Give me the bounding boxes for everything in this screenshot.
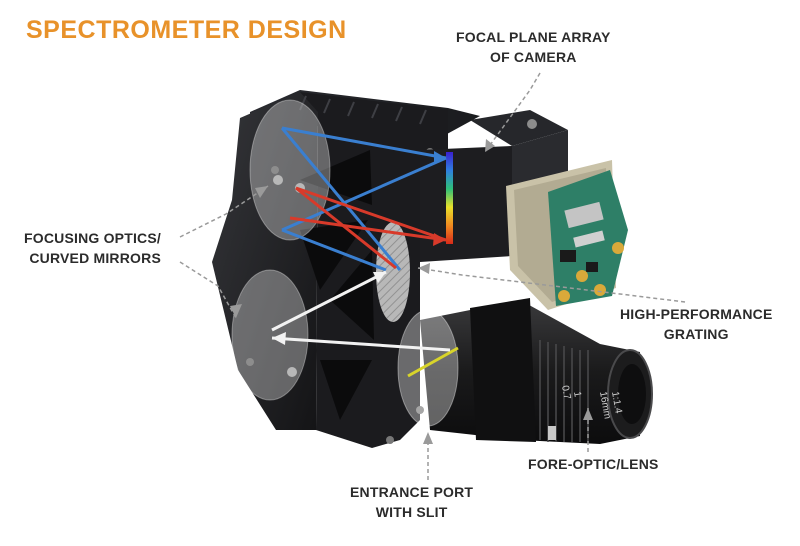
- ray-white: [271, 336, 451, 352]
- leader-focusing-lower: [179, 261, 237, 319]
- lens-glass: [618, 364, 646, 424]
- truss-cutout: [330, 250, 374, 340]
- arrowhead-white: [373, 272, 386, 283]
- arrowhead-white: [272, 332, 286, 345]
- ray-red: [295, 186, 447, 242]
- camera-front: [420, 146, 512, 262]
- screw: [416, 406, 424, 414]
- camera-screw: [527, 119, 537, 129]
- entrance-port: [397, 309, 459, 427]
- leader-focal-plane: [484, 72, 541, 153]
- label-line: CURVED MIRRORS: [29, 250, 161, 266]
- mirror-screw: [273, 175, 283, 185]
- housing: [212, 90, 480, 448]
- pcb-chip: [560, 250, 576, 262]
- label-focal-plane-array: FOCAL PLANE ARRAY OF CAMERA: [456, 27, 611, 67]
- pcb-chip: [586, 262, 598, 272]
- pcb-connector: [564, 201, 604, 229]
- leader-lines: [179, 72, 686, 480]
- label-line: HIGH-PERFORMANCE: [620, 306, 773, 322]
- leader-arrowhead: [230, 304, 242, 318]
- leader-arrowhead: [485, 139, 495, 152]
- leader-grating: [417, 267, 686, 303]
- label-line: FOCAL PLANE ARRAY: [456, 29, 611, 45]
- mirror-screw: [287, 367, 297, 377]
- housing-fins: [299, 95, 427, 125]
- label-line: GRATING: [663, 326, 729, 342]
- focal-plane-spectrum: [446, 152, 453, 244]
- upper-mirror: [249, 99, 331, 241]
- label-focusing-optics: FOCUSING OPTICS/ CURVED MIRRORS: [24, 228, 161, 268]
- fore-optic-lens: 0.7 1 16mm 1:1.4: [420, 298, 653, 444]
- sma-connector: [594, 284, 606, 296]
- sma-connector: [558, 290, 570, 302]
- lower-mirror: [231, 269, 309, 401]
- ray-red: [289, 216, 447, 242]
- entrance-slit: [407, 346, 459, 378]
- leader-arrowheads: [230, 139, 593, 444]
- arrowhead-red: [433, 233, 446, 246]
- lens-screw: [548, 426, 556, 440]
- lens-marking: 1: [571, 391, 583, 399]
- leader-arrowhead: [255, 186, 268, 198]
- lens-marking: 16mm: [597, 391, 613, 420]
- label-line: OF CAMERA: [490, 49, 577, 65]
- leader-arrowhead: [583, 408, 593, 420]
- ray-blue: [281, 228, 387, 272]
- ray-red: [295, 186, 397, 270]
- ray-blue: [281, 126, 447, 160]
- lens-marking: 0.7: [559, 385, 572, 401]
- leader-focusing-upper: [179, 185, 269, 238]
- housing-left-face: [212, 92, 318, 430]
- ray-blue: [281, 156, 447, 232]
- label-fore-optic: FORE-OPTIC/LENS: [528, 456, 659, 472]
- screw: [271, 166, 279, 174]
- label-line: FOCUSING OPTICS/: [24, 230, 161, 246]
- sma-connector: [612, 242, 624, 254]
- grating-surface: [376, 222, 410, 322]
- truss-cutout: [320, 360, 372, 420]
- lens-knurling: [539, 340, 589, 442]
- truss-cutout: [300, 150, 372, 205]
- optical-rays: [271, 126, 451, 352]
- ray-arrowheads: [272, 151, 446, 345]
- diagram-title: SPECTROMETER DESIGN: [26, 16, 347, 44]
- arrowhead-blue: [434, 151, 446, 163]
- leader-arrowhead: [423, 432, 433, 444]
- lens-ring: [470, 298, 536, 442]
- lens-marking: 1:1.4: [609, 391, 624, 415]
- sma-connector: [576, 270, 588, 282]
- ray-white: [271, 270, 387, 332]
- pcb-connector: [573, 230, 605, 248]
- screw: [386, 436, 394, 444]
- truss-cutout: [300, 220, 368, 290]
- screw: [246, 358, 254, 366]
- leader-arrowhead: [418, 263, 430, 274]
- label-line: ENTRANCE PORT: [350, 484, 474, 500]
- label-entrance-port: ENTRANCE PORT WITH SLIT: [350, 482, 473, 522]
- label-line: WITH SLIT: [375, 504, 448, 520]
- label-grating: HIGH-PERFORMANCE GRATING: [620, 304, 773, 344]
- camera-block: [420, 110, 628, 310]
- ray-blue: [280, 127, 402, 271]
